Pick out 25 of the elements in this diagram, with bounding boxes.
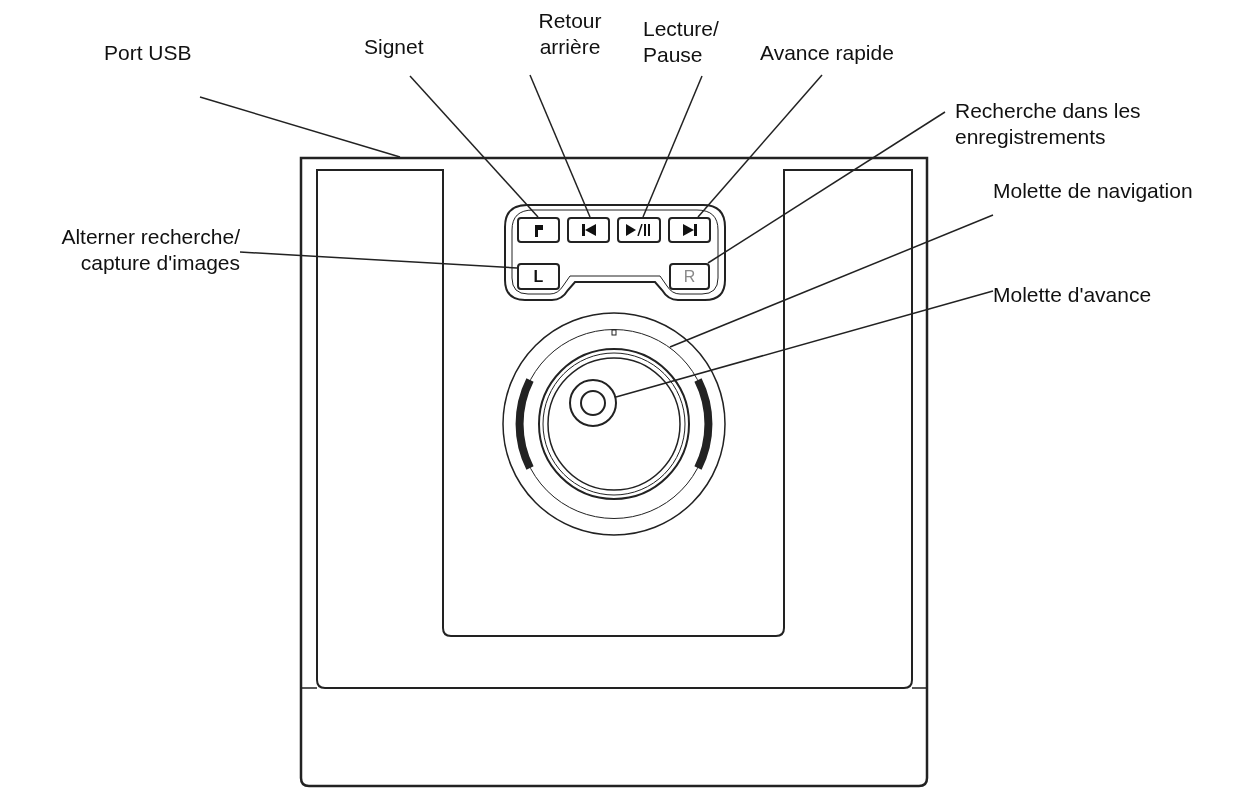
callout-label: Retour arrière (537, 8, 603, 60)
leader-line (697, 74, 823, 218)
callout-label: Lecture/ Pause (643, 16, 720, 68)
callout-label: Signet (364, 34, 425, 60)
leader-line (409, 75, 539, 218)
leader-line (239, 251, 518, 269)
control-button (668, 217, 711, 243)
jog-knob (569, 379, 617, 427)
callout-label: Molette d'avance (993, 282, 1153, 308)
control-button (617, 217, 661, 243)
callout-label: Avance rapide (760, 40, 895, 66)
leader-line (707, 111, 946, 264)
callout-label: Port USB (104, 40, 193, 66)
callout-label: Alterner recherche/ capture d'images (60, 224, 240, 276)
leader-line (615, 290, 994, 398)
leader-line (529, 74, 591, 218)
control-button (517, 217, 560, 243)
leader-line (199, 96, 401, 158)
callout-label: Recherche dans les enregistrements (955, 98, 1142, 150)
letter-button: R (669, 263, 710, 290)
control-button (567, 217, 610, 243)
leader-line (669, 214, 994, 348)
letter-button: L (517, 263, 560, 290)
leader-line (642, 75, 703, 218)
callout-label: Molette de navigation (993, 178, 1194, 204)
